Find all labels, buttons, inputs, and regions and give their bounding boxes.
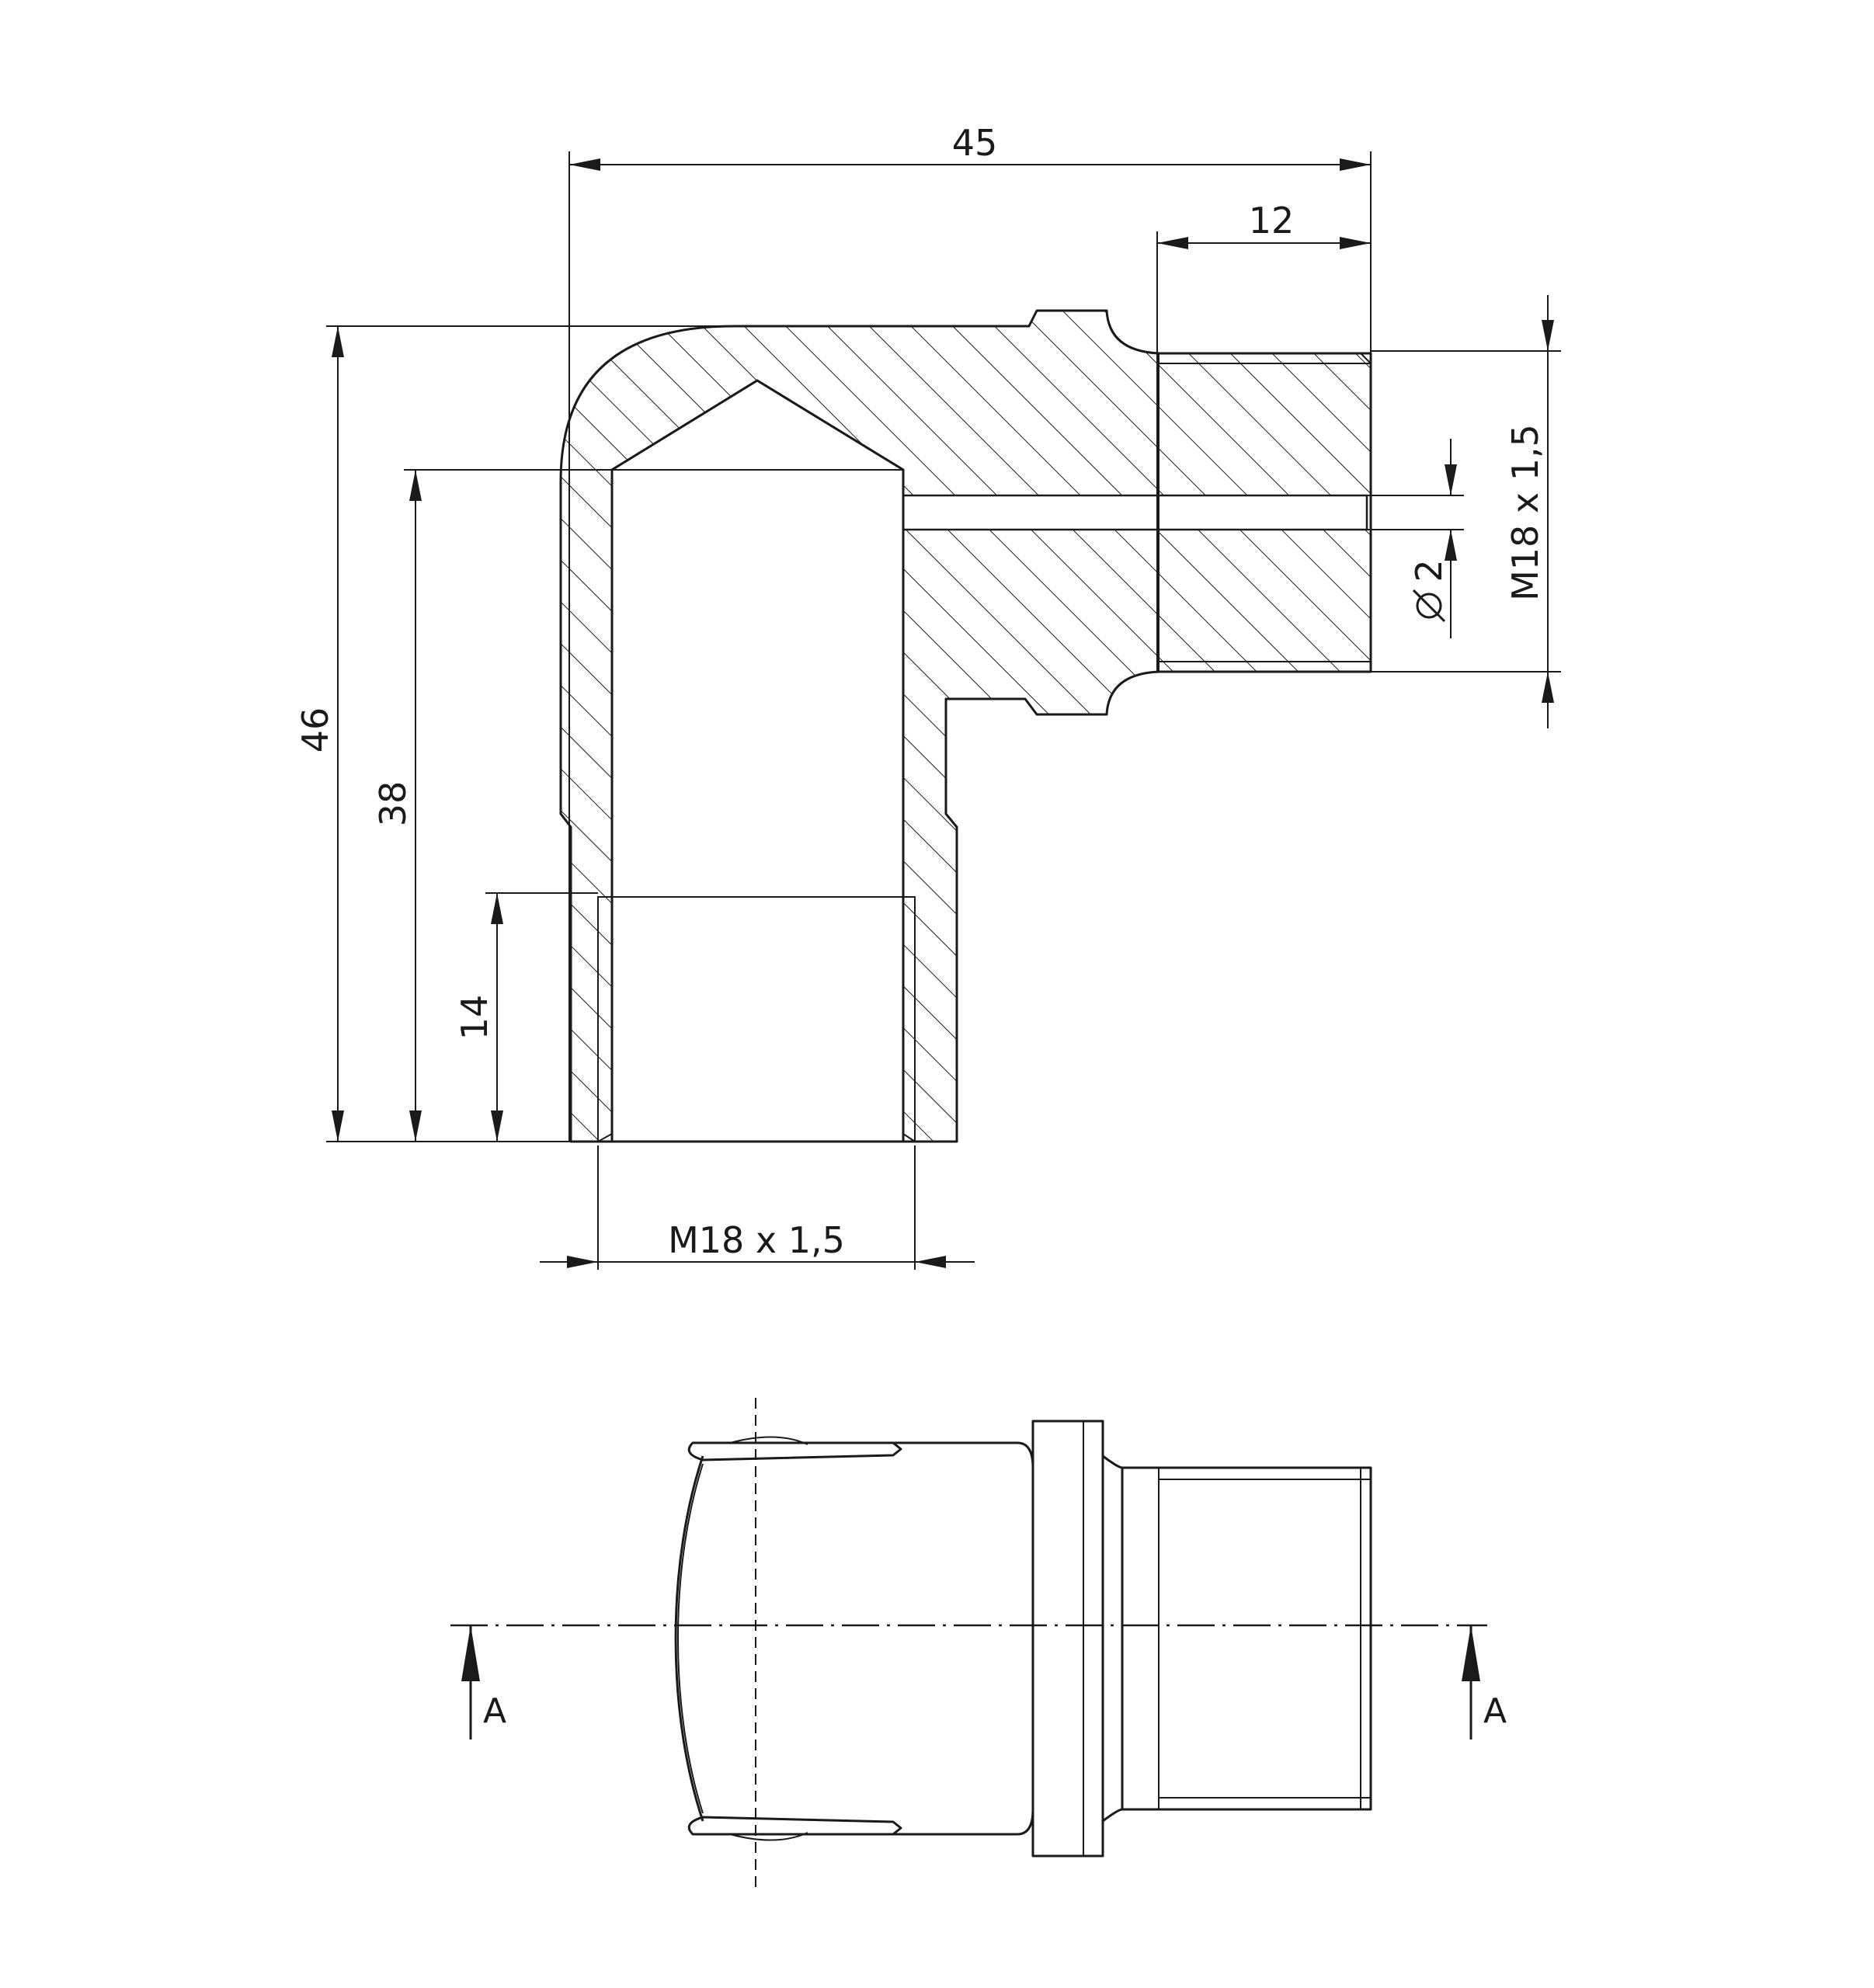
section-label-right: A	[1483, 1691, 1507, 1731]
dimensions: 45 12 M18 x 1,5 2 46	[294, 122, 1561, 1270]
bottom-view	[450, 1398, 1487, 1887]
body-right-curve	[1017, 1441, 1034, 1836]
arrowhead	[491, 893, 503, 924]
arrowhead	[1340, 158, 1371, 171]
lower-fin-flare	[729, 1832, 808, 1841]
section-arrow-icon	[461, 1625, 480, 1681]
arrowhead	[332, 1110, 344, 1142]
bore	[610, 379, 905, 1143]
section-label-left: A	[483, 1691, 506, 1731]
upper-fin-flare	[729, 1436, 808, 1445]
dim-channel-diameter: 2	[1408, 559, 1450, 582]
dome-arc	[674, 1455, 704, 1822]
diameter-icon	[1412, 589, 1446, 623]
arrowhead	[1542, 672, 1554, 703]
arrowhead	[1445, 464, 1457, 495]
arrowhead	[569, 158, 600, 171]
arrowhead	[1542, 320, 1554, 351]
hex-nut	[1031, 1420, 1104, 1858]
arrowhead	[1445, 530, 1457, 561]
arrowhead	[1340, 237, 1371, 249]
arrowhead	[409, 470, 422, 501]
dim-overall-height: 46	[294, 707, 336, 753]
base-thread-bottom-right	[902, 1133, 916, 1142]
dim-overall-width: 45	[952, 122, 998, 164]
outlet-end-chamfer	[1360, 353, 1372, 364]
center-channel	[902, 494, 1368, 531]
arrowhead	[409, 1110, 422, 1142]
upper-fin	[687, 1441, 902, 1461]
neck	[1102, 1455, 1124, 1823]
dim-base-thread: M18 x 1,5	[668, 1219, 845, 1261]
arrowhead	[915, 1256, 946, 1268]
lower-fin	[687, 1816, 902, 1836]
arrowhead	[567, 1256, 598, 1268]
base-thread-zone	[597, 896, 916, 1142]
section-marks: A A	[461, 1625, 1507, 1740]
base-thread-bottom-left	[597, 1133, 613, 1142]
dim-outlet-length: 12	[1249, 200, 1295, 242]
outlet-thread-body	[1121, 1466, 1372, 1811]
arrowhead	[491, 1110, 503, 1142]
dim-outlet-thread: M18 x 1,5	[1504, 424, 1546, 601]
dome-arc-inner	[676, 1463, 704, 1814]
section-arrow-icon	[1462, 1625, 1480, 1681]
arrowhead	[332, 326, 344, 357]
dim-thread-depth: 14	[454, 995, 495, 1041]
arrowhead	[1157, 237, 1188, 249]
dim-bore-depth: 38	[372, 781, 414, 827]
section-view	[559, 309, 1372, 1143]
